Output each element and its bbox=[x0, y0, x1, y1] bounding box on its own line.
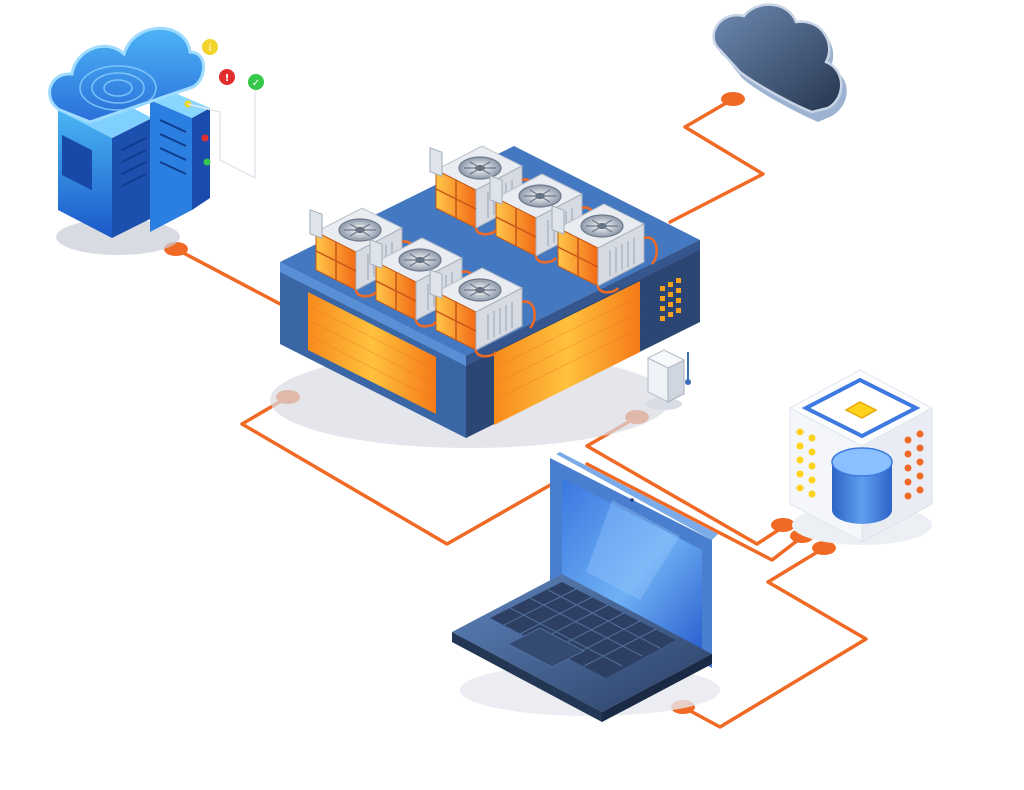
warning-icon: i bbox=[202, 39, 218, 55]
connector-cloud-building bbox=[668, 97, 765, 224]
connector-laptop-database-b bbox=[681, 546, 868, 729]
laptop-icon bbox=[452, 452, 720, 722]
database-cube-icon bbox=[788, 369, 934, 545]
rooftop-hvac-building-icon bbox=[270, 144, 700, 448]
check-icon: ✓ bbox=[248, 74, 264, 90]
alert-symbol: ! bbox=[225, 73, 230, 84]
cloud-server-icon bbox=[48, 26, 256, 255]
laptop-trackpad bbox=[506, 627, 586, 668]
connector-building-laptop bbox=[240, 395, 554, 546]
wall-sensor-icon bbox=[646, 349, 691, 410]
cloud-icon bbox=[712, 3, 847, 122]
laptop-screen bbox=[562, 478, 702, 652]
check-symbol: ✓ bbox=[252, 78, 260, 89]
connector-laptop-database-a bbox=[585, 462, 804, 562]
front-vent-panel-right bbox=[494, 281, 640, 425]
side-light-grid bbox=[660, 278, 681, 321]
alert-icon: ! bbox=[219, 69, 235, 85]
connector-server-building bbox=[174, 247, 284, 307]
warning-symbol: i bbox=[209, 43, 212, 54]
laptop-keyboard bbox=[490, 582, 676, 678]
status-indicators: i ! ✓ bbox=[202, 39, 264, 90]
